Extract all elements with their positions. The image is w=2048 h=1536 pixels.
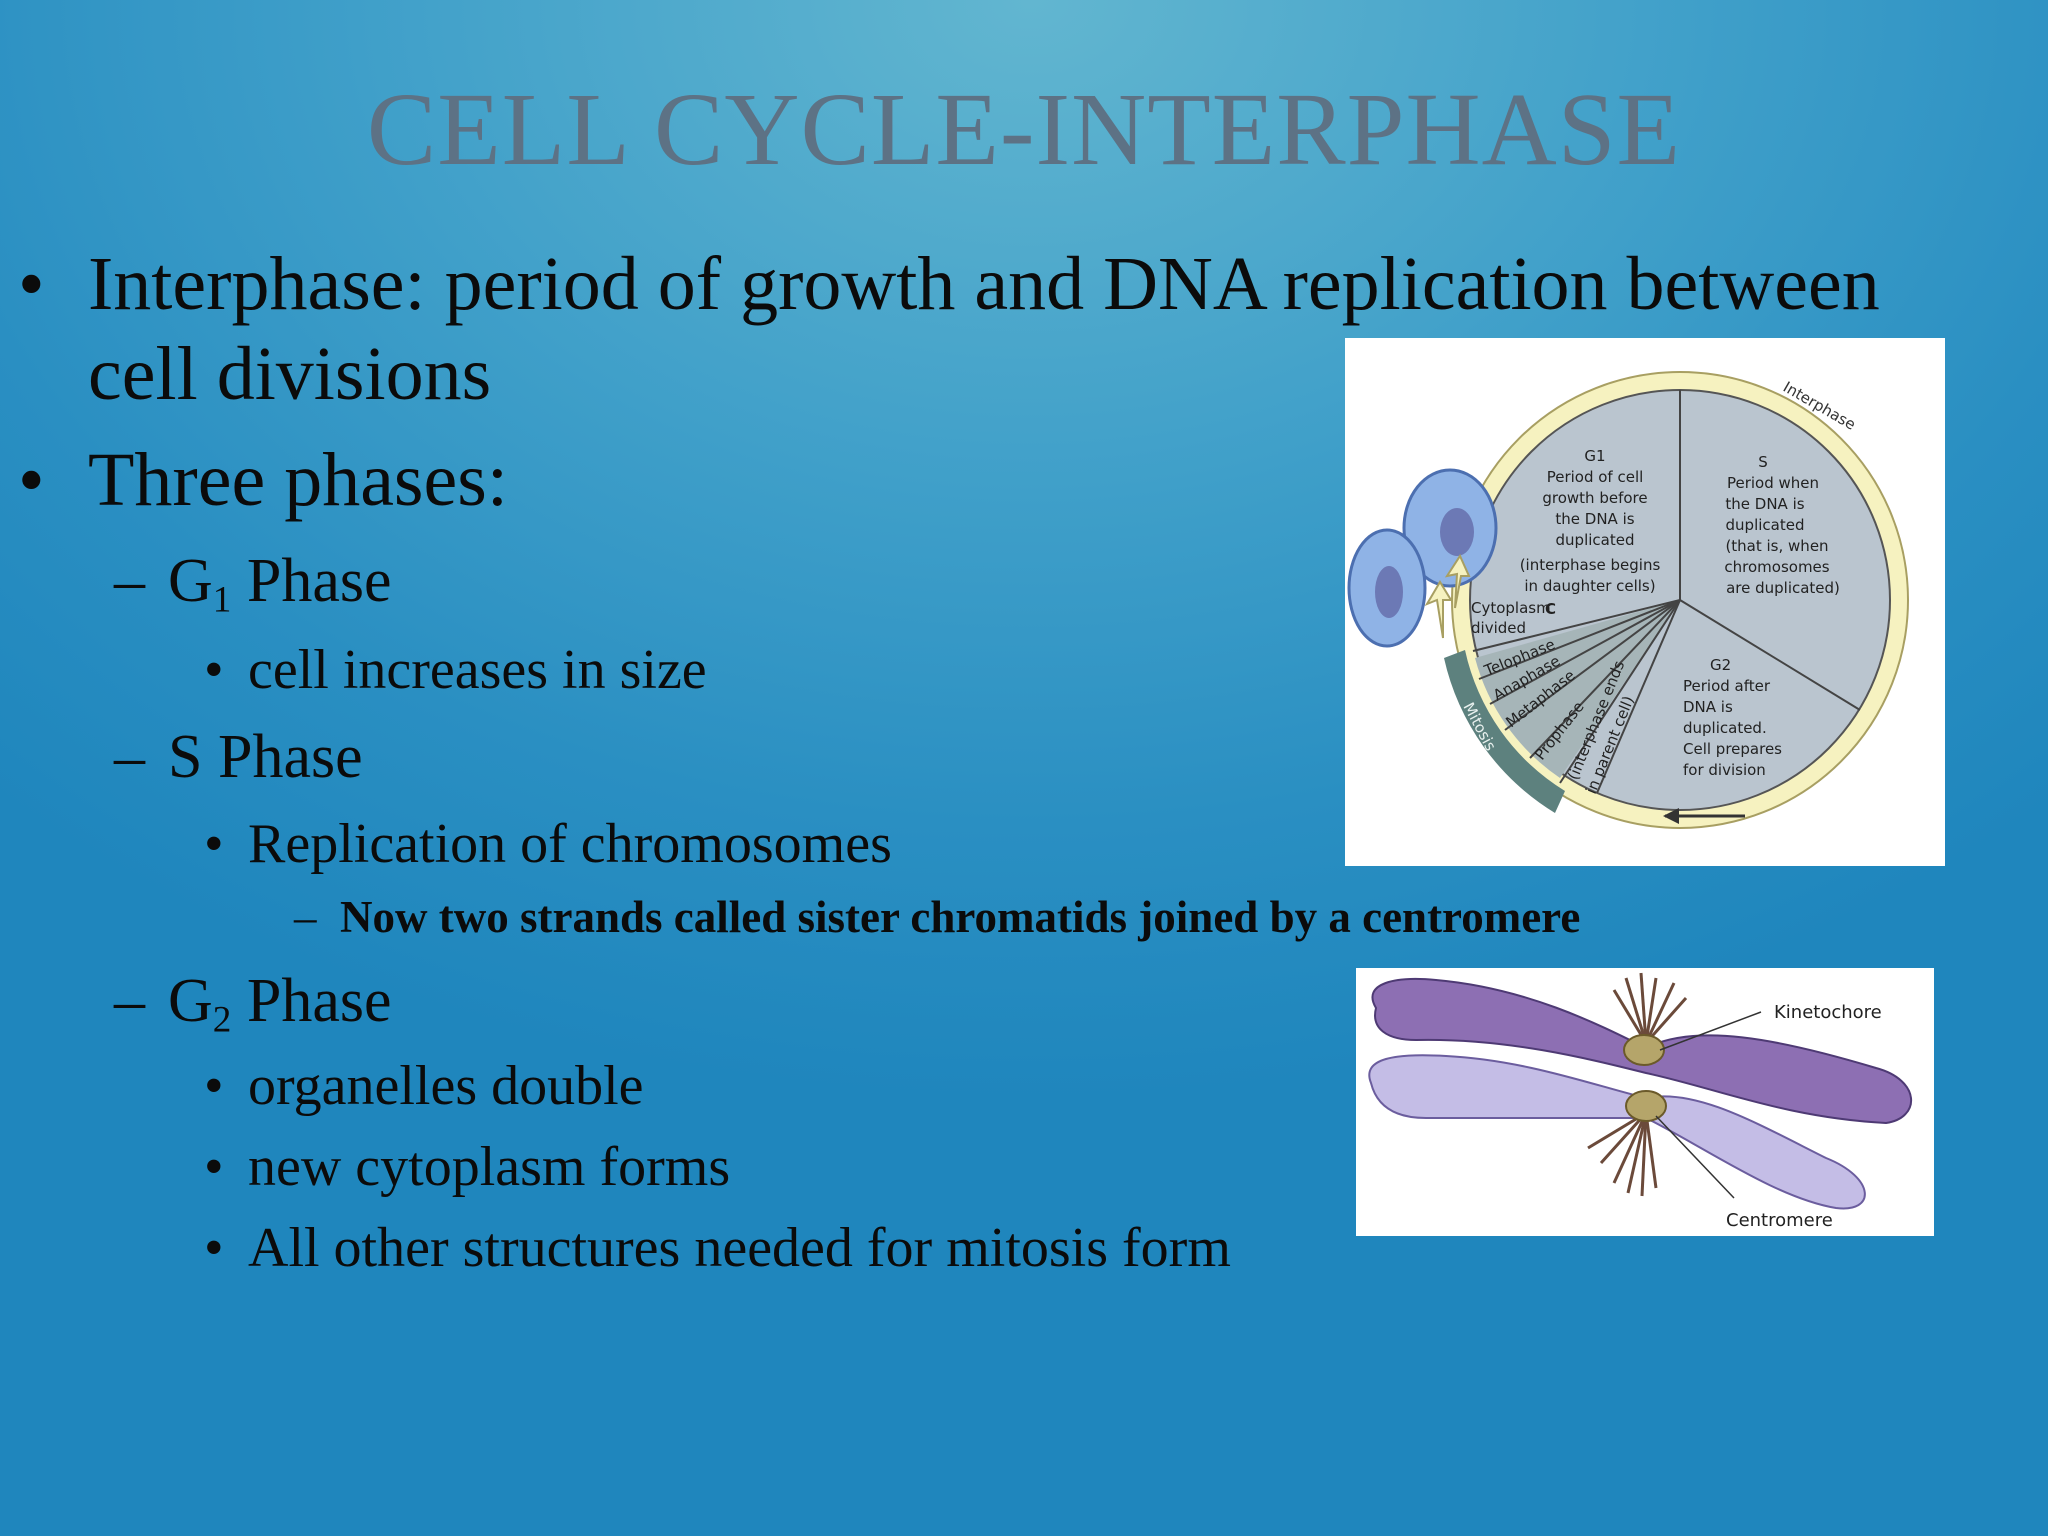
bullet-interphase-cont: cell divisions	[88, 336, 491, 412]
kinetochore-label: Kinetochore	[1774, 1002, 1882, 1023]
g1-line: duplicated	[1556, 531, 1635, 549]
bullet-text: Three phases:	[88, 438, 508, 522]
g2-line: duplicated.	[1683, 719, 1767, 737]
s-line: (that is, when	[1725, 537, 1828, 555]
g2-line: DNA is	[1683, 698, 1733, 716]
kinetochore-leader	[1659, 1011, 1762, 1051]
subbullet-g1-phase: – G1 Phase	[114, 547, 392, 619]
mitosis-sector	[1475, 600, 1680, 778]
g1-letter: G	[168, 547, 213, 615]
g1-line: G1	[1584, 447, 1605, 465]
sector-lines	[1472, 390, 1861, 794]
centromere-leader	[1655, 1115, 1735, 1199]
g1-line: the DNA is	[1555, 510, 1634, 528]
detail-text: All other structures needed for mitosis …	[248, 1217, 1231, 1279]
kinetochore-bottom	[1625, 1090, 1667, 1122]
bullet-marker: •	[204, 1217, 224, 1279]
g1-suffix: Phase	[231, 547, 392, 615]
chromosome-svg: Kinetochore Centromere	[1368, 972, 1913, 1231]
cytoplasm-line: divided	[1471, 619, 1526, 637]
dash-marker: –	[114, 547, 145, 615]
bullet-three-phases: • Three phases:	[18, 442, 508, 518]
subbullet-s-phase: – S Phase	[114, 723, 363, 791]
cytoplasm-arrow-2	[1444, 553, 1471, 609]
c-label: C	[1545, 600, 1556, 618]
spindle-fibers	[1587, 972, 1688, 1197]
s-line: Period when	[1727, 474, 1819, 492]
bullet-marker: •	[18, 438, 45, 522]
cell-cycle-diagram: G1 Period of cell growth before the DNA …	[1345, 338, 1945, 866]
cytoplasm-label: Cytoplasm divided C	[1471, 599, 1556, 637]
dash-marker: –	[114, 967, 145, 1035]
g2-line: G2	[1710, 656, 1731, 674]
slide-title: CELL CYCLE-INTERPHASE	[366, 72, 1682, 187]
cell-cycle-svg: G1 Period of cell growth before the DNA …	[1347, 371, 1909, 829]
detail-g2-cytoplasm: • new cytoplasm forms	[204, 1136, 731, 1198]
note-text: Now two strands called sister chromatids…	[340, 892, 1581, 942]
g2-label: G2 Period after DNA is duplicated. Cell …	[1683, 656, 1782, 779]
detail-text: cell increases in size	[248, 639, 707, 701]
g1-line: in daughter cells)	[1524, 577, 1655, 595]
bullet-marker: •	[204, 1136, 224, 1198]
detail-text: Replication of chromosomes	[248, 813, 892, 875]
detail-g2-structures: • All other structures needed for mitosi…	[204, 1217, 1231, 1279]
bullet-interphase: • Interphase: period of growth and DNA r…	[18, 246, 1880, 322]
detail-g1: • cell increases in size	[204, 639, 707, 701]
s-label: S Period when the DNA is duplicated (tha…	[1724, 453, 1840, 597]
g2-line: Cell prepares	[1683, 740, 1782, 758]
detail-s: • Replication of chromosomes	[204, 813, 892, 875]
detail-text: new cytoplasm forms	[248, 1136, 731, 1198]
bullet-text: Interphase: period of growth and DNA rep…	[88, 242, 1880, 326]
nucleus-2	[1375, 566, 1403, 618]
g1-label: G1 Period of cell growth before the DNA …	[1520, 447, 1661, 595]
g1-subscript: 1	[212, 579, 232, 621]
cytoplasm-arrow-1	[1424, 580, 1453, 639]
bullet-marker: •	[204, 1055, 224, 1117]
g2-line: Period after	[1683, 677, 1771, 695]
dash-marker: –	[114, 723, 145, 791]
s-line: S	[1758, 453, 1768, 471]
nucleus-1	[1440, 508, 1474, 556]
bullet-text: cell divisions	[88, 332, 492, 416]
s-line: duplicated	[1726, 516, 1805, 534]
s-line: are duplicated)	[1726, 579, 1840, 597]
g2-suffix: Phase	[231, 967, 392, 1035]
chromosome-diagram: Kinetochore Centromere	[1356, 968, 1934, 1236]
s-line: chromosomes	[1724, 558, 1829, 576]
detail-g2-organelles: • organelles double	[204, 1055, 644, 1117]
kinetochore-top	[1623, 1034, 1665, 1066]
g2-line: for division	[1683, 761, 1766, 779]
mitosis-band	[1444, 650, 1565, 813]
subbullet-g2-phase: – G2 Phase	[114, 967, 392, 1039]
bullet-marker: •	[204, 639, 224, 701]
bullet-marker: •	[204, 813, 224, 875]
g1-line: growth before	[1542, 489, 1647, 507]
g1-line: Period of cell	[1547, 468, 1644, 486]
detail-text: organelles double	[248, 1055, 644, 1117]
s-phase-text: S Phase	[168, 723, 363, 791]
cytoplasm-line: Cytoplasm	[1471, 599, 1551, 617]
g2-subscript: 2	[212, 999, 232, 1041]
cycle-arrowhead	[1663, 808, 1679, 824]
bullet-marker: •	[18, 242, 45, 326]
s-line: the DNA is	[1725, 495, 1804, 513]
dash-marker: –	[294, 892, 317, 942]
centromere-label: Centromere	[1726, 1210, 1833, 1231]
g1-line: (interphase begins	[1520, 556, 1661, 574]
note-sister-chromatids: – Now two strands called sister chromati…	[294, 892, 1581, 942]
chromatid-light	[1368, 1054, 1866, 1210]
g2-letter: G	[168, 967, 213, 1035]
